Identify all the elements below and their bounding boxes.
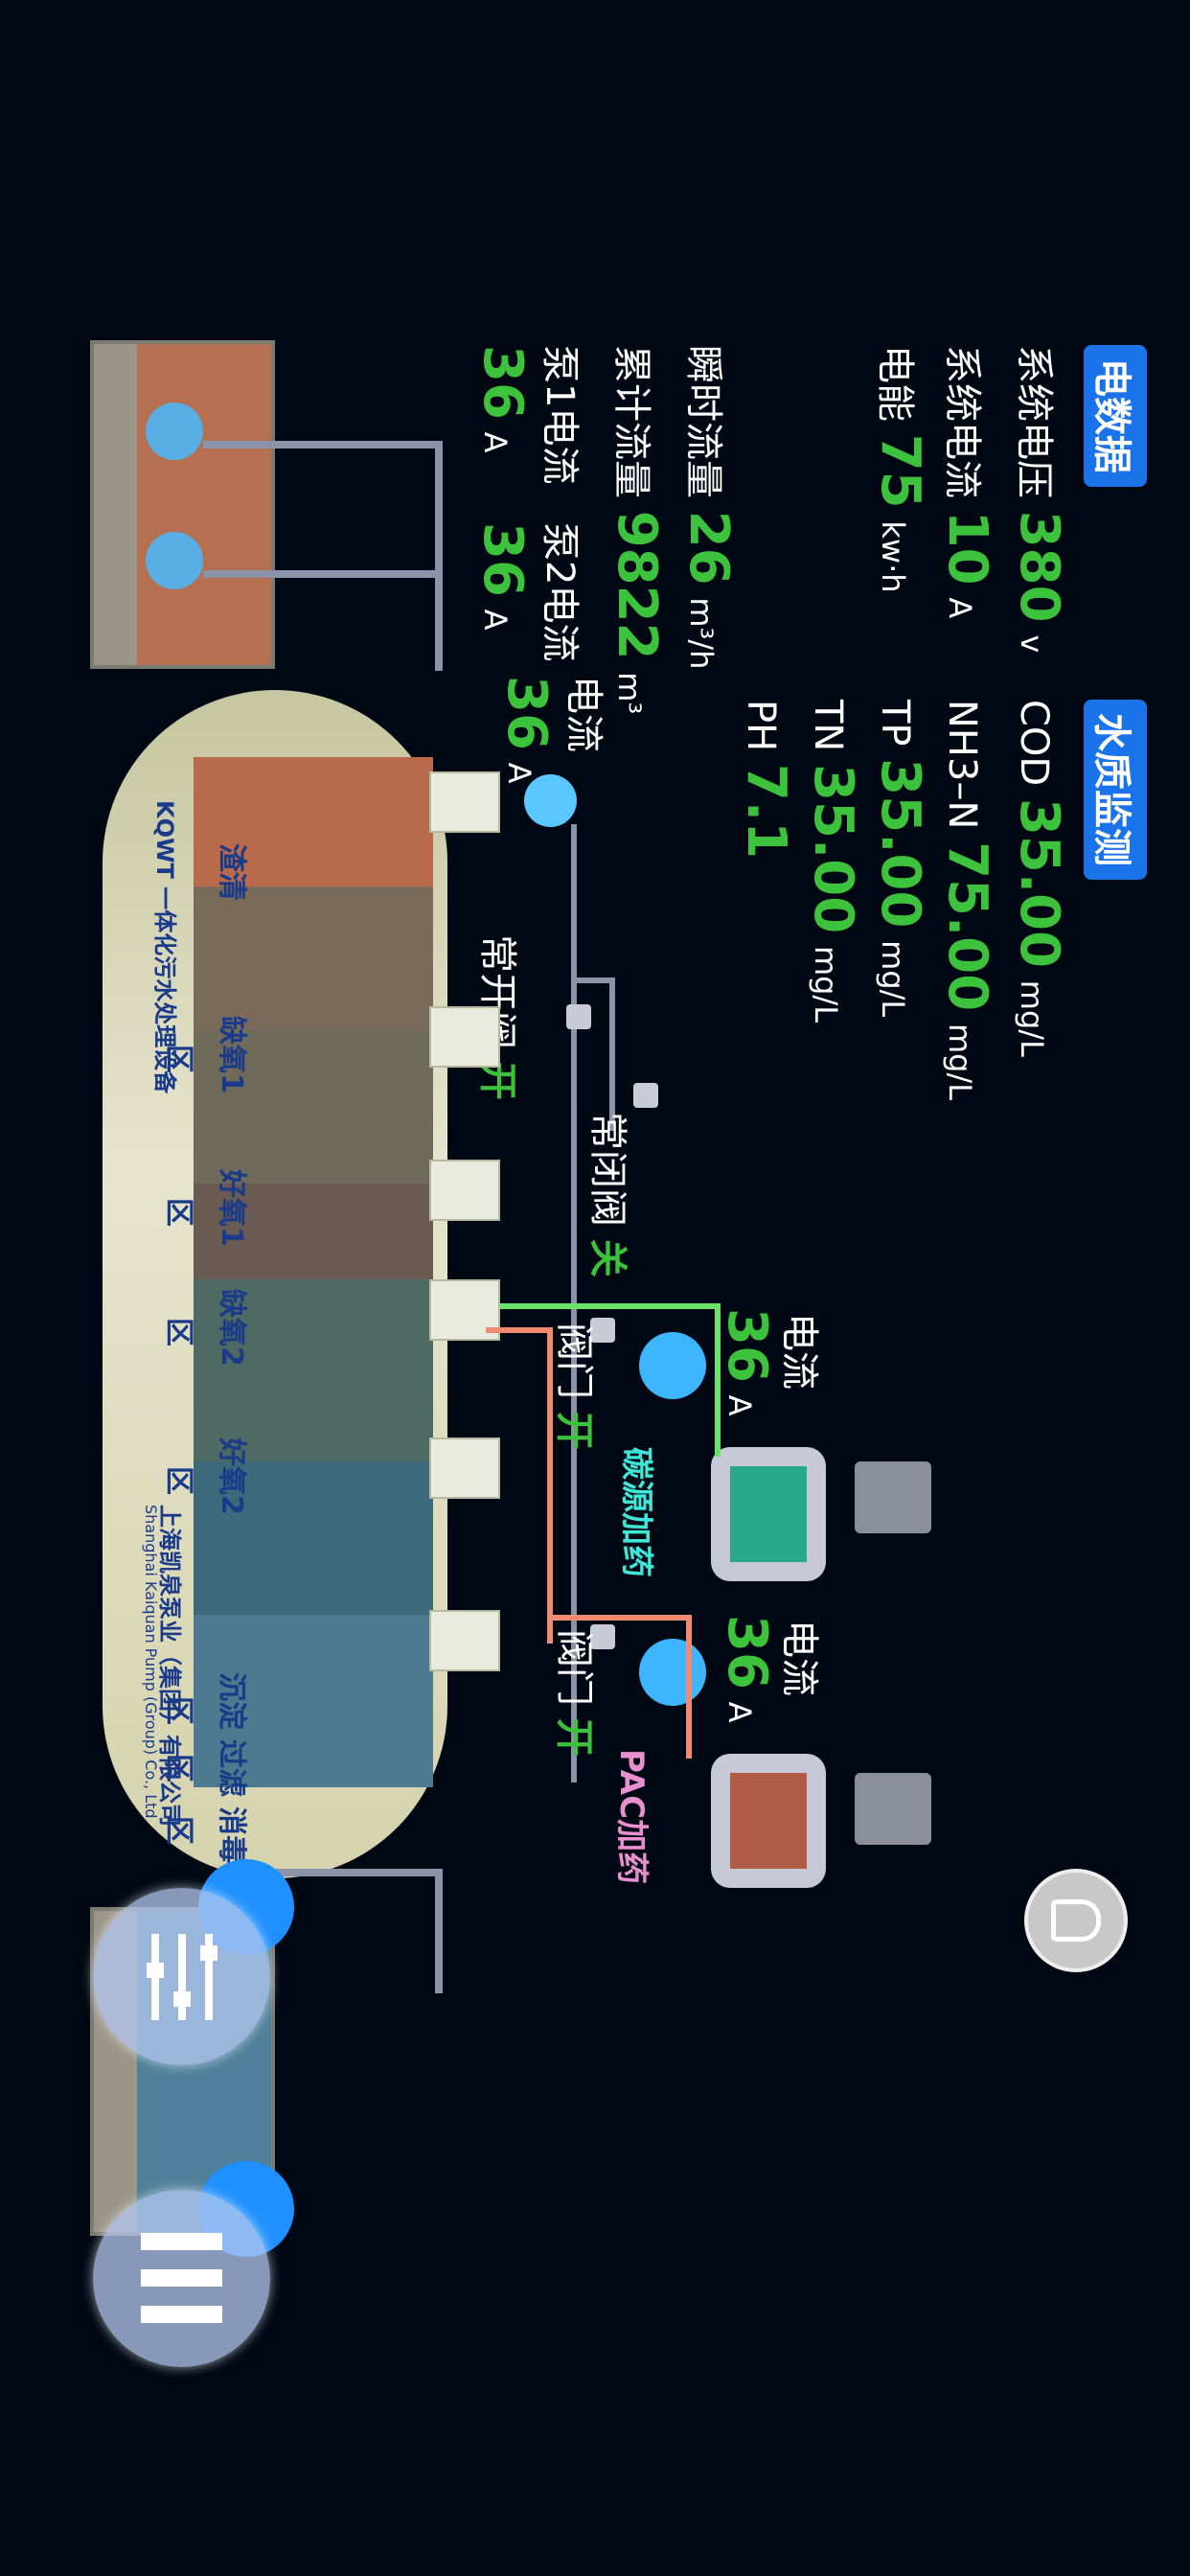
energy-row: 电能 75 kw·h [869,345,931,593]
zone-suffix-3: 区 [162,1318,195,1346]
normally-closed-valve-label[interactable]: 常闭阀 关 [585,1112,629,1277]
carbon-motor-icon [855,1461,931,1533]
pump2-current-value: 36 A [471,522,534,631]
carbon-dosing-tank [711,1447,826,1581]
zone-suffix-2: 区 [162,1198,195,1227]
carbon-valve-label[interactable]: 阀门 开 [552,1322,596,1450]
zone-label-0: 渣清 [215,843,248,901]
tn-row: TN 35.00 mg/L [802,700,864,1024]
total-flow-row: 累计流量 9822 m³ [606,345,668,715]
pac-valve-label[interactable]: 阀门 开 [552,1629,596,1757]
system-current-row: 系统电流 10 A [936,345,998,619]
instant-flow-row: 瞬时流量 26 m³/h [677,345,740,670]
carbon-dosing-label: 碳源加药 [617,1447,655,1577]
system-voltage-row: 系统电压 380 v [1008,345,1070,654]
menu-bars-icon [141,2233,222,2324]
pump2-current-label: 泵2电流 [538,522,582,662]
pump1-fan-icon[interactable] [146,402,203,460]
nh3-row: NH3–N 75.00 mg/L [936,700,998,1101]
tank-brand: KQWT 一体化污水处理设备 [151,800,178,1094]
zone-label-1: 缺氧1 [215,1016,248,1093]
cod-row: COD 35.00 mg/L [1008,700,1070,1057]
company-name-en: Shanghai Kaiquan Pump (Group) Co., Ltd [142,1505,160,1819]
carbon-pump-icon[interactable] [639,1332,706,1399]
zone-label-6: 过滤 [215,1739,248,1797]
pac-current-label: 电流 [777,1620,821,1696]
pump1-current-label: 泵1电流 [538,345,582,485]
pac-current-value: 36 A [716,1615,778,1723]
pac-dosing-label: PAC加药 [612,1749,651,1885]
pump-well [90,340,275,669]
zone-label-5: 沉淀 [215,1672,248,1730]
carbon-current-label: 电流 [777,1313,821,1390]
blower-fan-icon[interactable] [524,774,577,827]
carbon-current-value: 36 A [716,1308,778,1416]
menu-fab[interactable] [93,2190,270,2367]
pump1-current-value: 36 A [471,345,534,453]
fan-current-value: 36 A [495,676,558,784]
company-name-cn: 上海凯泉泵业（集团）有限公司 [156,1505,183,1827]
ph-row: PH 7.1 [735,700,797,860]
zone-label-2: 好氧1 [215,1169,248,1247]
tp-row: TP 35.00 mg/L [869,700,931,1018]
alarm-bell-button[interactable] [1024,1869,1128,1972]
bell-icon [1051,1899,1101,1942]
water-quality-tag: 水质监测 [1084,700,1147,880]
normally-closed-valve-icon[interactable] [633,1083,658,1108]
fan-current-label: 电流 [561,676,606,752]
equalizer-icon [146,1934,217,2020]
zone-label-7: 消毒 [215,1806,248,1864]
zone-suffix-4: 区 [162,1466,195,1495]
settings-fab[interactable] [93,1888,270,2065]
zone-label-3: 缺氧2 [215,1289,248,1367]
electric-data-tag: 电数据 [1084,345,1147,487]
pac-dosing-tank [711,1754,826,1888]
pump2-fan-icon[interactable] [146,532,203,589]
pac-pump-icon[interactable] [639,1639,706,1706]
zone-label-4: 好氧2 [215,1438,248,1515]
normally-open-valve-icon[interactable] [566,1004,591,1029]
pac-motor-icon [855,1773,931,1845]
